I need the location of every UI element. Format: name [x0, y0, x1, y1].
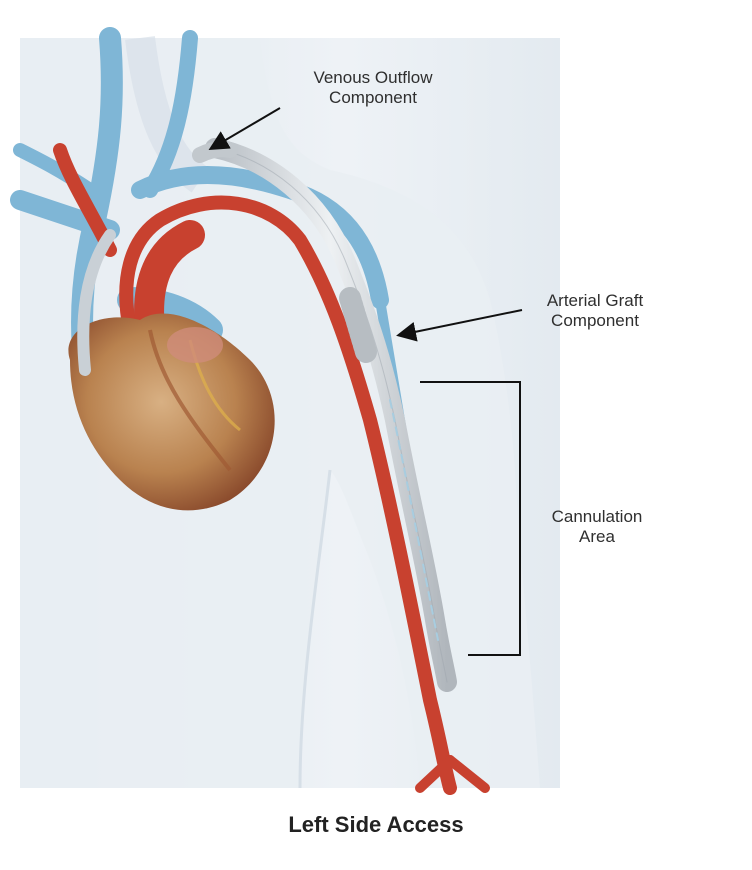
venous-outflow-label-line2: Component — [329, 88, 417, 107]
annotation-lines — [208, 107, 523, 656]
arterial-graft-label-line2: Component — [551, 311, 639, 330]
cannulation-area-label-line2: Area — [579, 527, 615, 546]
arterial-arrow — [396, 309, 523, 342]
cannulation-area-label: Cannulation Area — [522, 507, 672, 547]
cannulation-area-label-line1: Cannulation — [551, 507, 643, 526]
arterial-graft-label-line1: Arterial Graft — [546, 291, 644, 310]
artery-vessels — [53, 143, 490, 795]
figure-caption: Left Side Access — [288, 812, 464, 837]
arterial-graft-label: Arterial Graft Component — [520, 291, 670, 331]
venous-outflow-label-line1: Venous Outflow — [313, 68, 433, 87]
cannulation-bracket — [420, 381, 521, 656]
venous-arrow — [208, 107, 281, 151]
heart — [68, 313, 275, 511]
venous-outflow-label: Venous Outflow Component — [268, 68, 478, 108]
